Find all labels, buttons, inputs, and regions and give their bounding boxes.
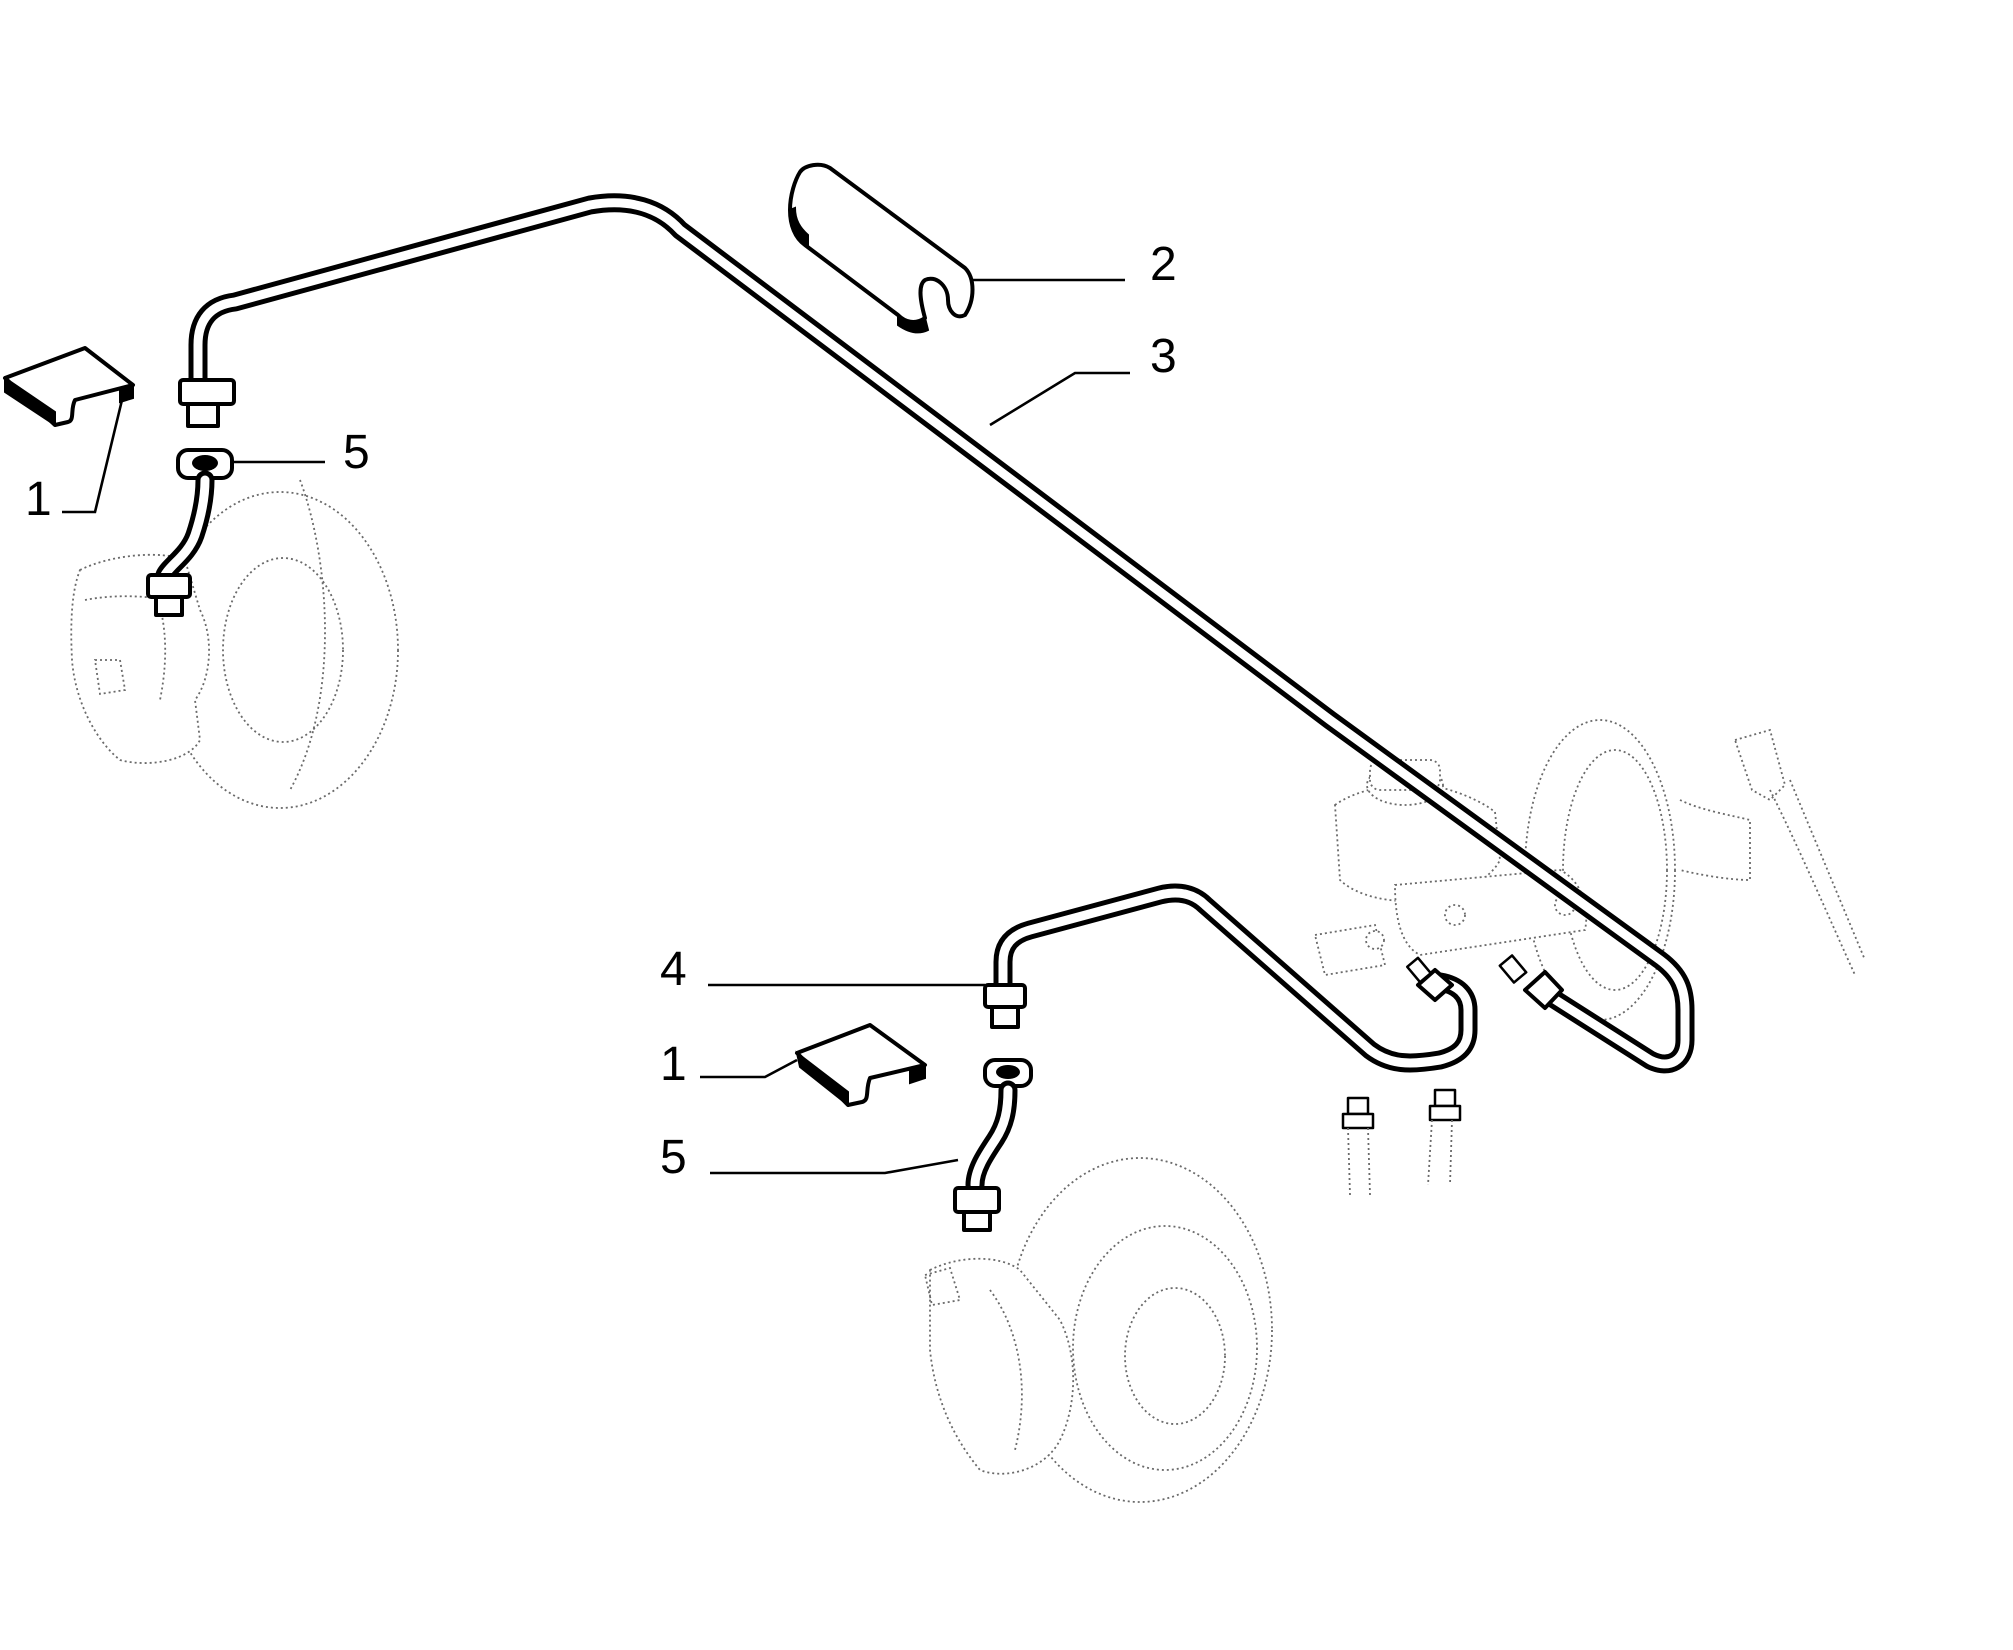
callout-grommet: 2	[1150, 238, 1177, 291]
callout-clip-upper: 1	[25, 473, 52, 526]
leader-line-clip-lower	[700, 1058, 798, 1079]
leader-line-clip-upper	[62, 399, 124, 514]
callout-hose-lower: 5	[660, 1131, 687, 1184]
lower-pipe-clip[interactable]	[795, 1023, 927, 1108]
upper-brake-hose[interactable]	[146, 448, 234, 617]
lower-pipe-union-nut	[983, 983, 1027, 1029]
callout-hose-upper: 5	[343, 426, 370, 479]
short-brake-pipe[interactable]	[993, 883, 1478, 1073]
brake-pedal	[1733, 728, 1866, 976]
lower-brake-caliper	[923, 1257, 1075, 1475]
leader-line-hose-lower	[710, 1158, 959, 1175]
upper-pipe-clip[interactable]	[3, 346, 135, 427]
brake-servo	[1524, 719, 1751, 1021]
rear-outlet-stubs	[1341, 1088, 1462, 1196]
upper-pipe-union-nut	[178, 378, 236, 428]
callout-short-pipe: 4	[660, 943, 687, 996]
leader-line-long-pipe	[989, 371, 1130, 427]
callout-long-pipe: 3	[1150, 330, 1177, 383]
callout-clip-lower: 1	[660, 1038, 687, 1091]
pipe-grommet[interactable]	[788, 162, 975, 334]
master-cylinder-fittings	[1405, 954, 1564, 1010]
long-brake-pipe[interactable]	[188, 193, 1695, 1074]
lower-brake-disc	[1007, 1157, 1273, 1503]
lower-brake-hose[interactable]	[953, 1058, 1033, 1232]
